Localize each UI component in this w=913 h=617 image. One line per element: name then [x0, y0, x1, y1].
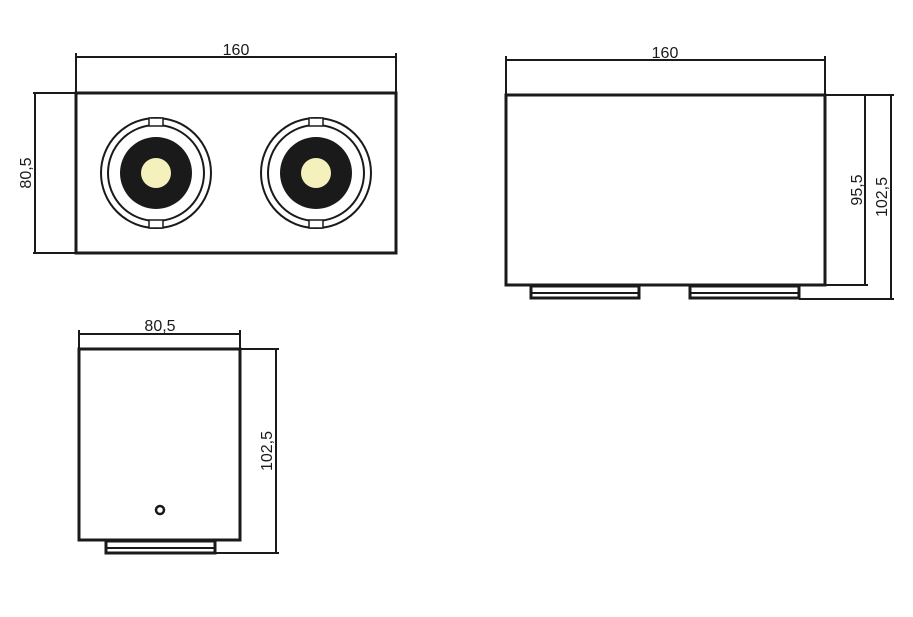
front-width-label: 160 — [223, 42, 250, 59]
lamp-clip-top-icon — [308, 117, 324, 127]
front-view-body — [74, 91, 398, 255]
side-long-body — [504, 93, 827, 287]
side-view-short: 80,5 102,5 — [77, 318, 279, 555]
front-view: 160 80,5 — [18, 42, 398, 255]
side-view-long: 160 95,5 102,5 — [504, 45, 894, 300]
led-icon — [301, 158, 331, 188]
lamp-head-left — [100, 117, 212, 229]
side-short-height-label: 102,5 — [259, 431, 276, 471]
screw-hole-icon — [154, 504, 166, 516]
side-long-body-height-label: 95,5 — [849, 174, 866, 205]
lamp-clip-bottom-icon — [308, 219, 324, 229]
lamp-clip-top-icon — [148, 117, 164, 127]
side-short-width-label: 80,5 — [144, 318, 175, 335]
led-icon — [141, 158, 171, 188]
side-long-total-height-label: 102,5 — [874, 177, 891, 217]
lamp-head-right — [260, 117, 372, 229]
lamp-clip-bottom-icon — [148, 219, 164, 229]
side-long-width-label: 160 — [652, 45, 679, 62]
front-height-label: 80,5 — [18, 157, 35, 188]
